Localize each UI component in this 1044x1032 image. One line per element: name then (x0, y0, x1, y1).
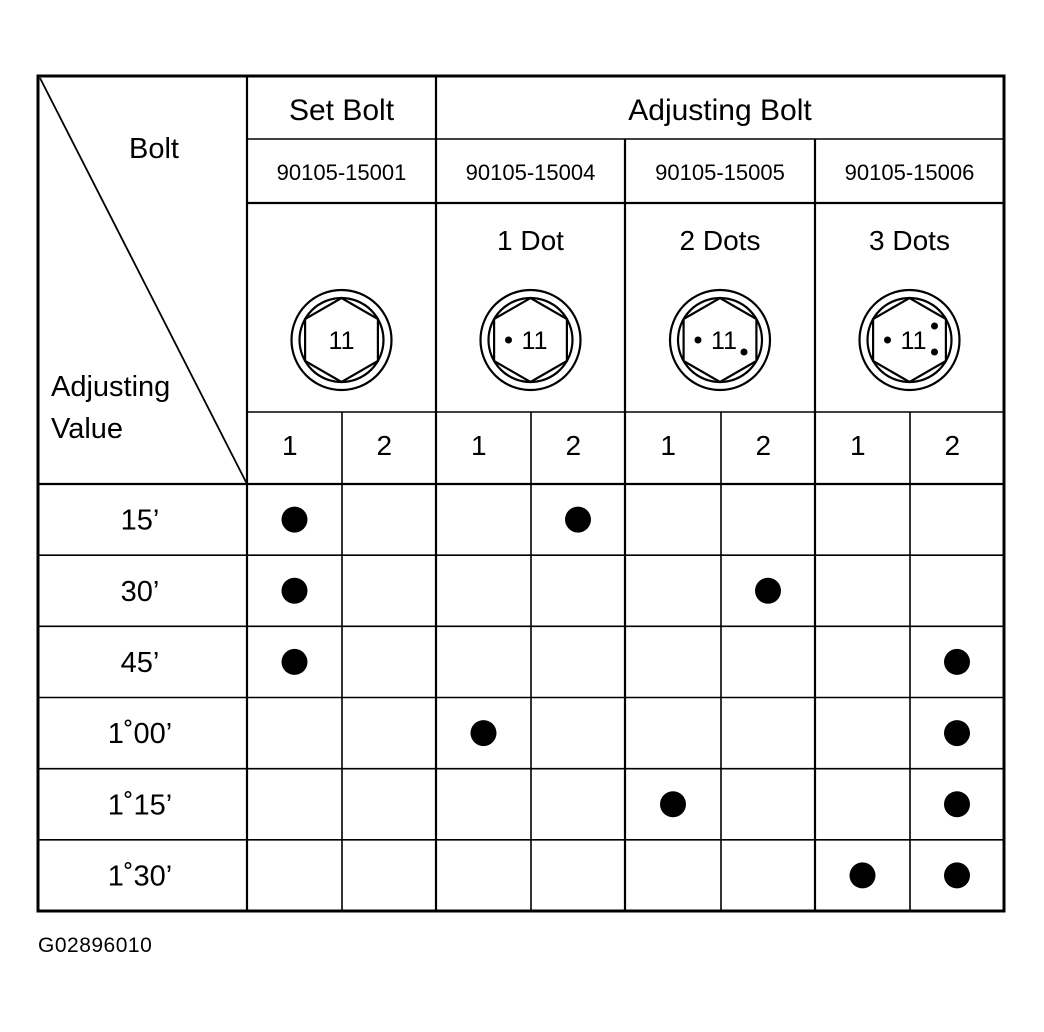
position-label: 2 (756, 430, 772, 461)
selection-dot (849, 862, 876, 889)
figure-id: G02896010 (38, 934, 153, 957)
selection-dot (944, 720, 970, 747)
adjusting-value-label: 1˚00’ (108, 718, 173, 750)
selection-marks (281, 506, 970, 889)
selection-dot (944, 791, 970, 818)
selection-dot (944, 648, 970, 675)
corner-value-label: Value (51, 413, 123, 445)
bolt-head-icons: 11 11 11 11 (290, 288, 961, 392)
position-label: 2 (566, 430, 582, 461)
table-grid (36, 74, 1006, 913)
corner-diagonal (39, 77, 248, 485)
selection-dot (281, 506, 308, 533)
marking-dot (884, 336, 891, 344)
selection-dot (281, 577, 308, 604)
position-label: 1 (282, 430, 298, 461)
corner-bolt-label: Bolt (129, 133, 179, 165)
marking-dot (740, 348, 748, 356)
adjusting-value-label: 45’ (121, 647, 160, 679)
selection-dot (755, 577, 781, 604)
bolt-head-number: 11 (711, 327, 737, 355)
adjusting-value-label: 15’ (121, 505, 160, 537)
part-number: 90105-15004 (466, 160, 596, 185)
selection-dot (281, 648, 308, 675)
position-label: 2 (945, 430, 961, 461)
group-header-label: Set Bolt (289, 94, 395, 127)
bolt-hex (682, 296, 758, 384)
table-border (36, 74, 1006, 913)
marking-dot (931, 322, 938, 330)
part-number: 90105-15005 (655, 160, 785, 185)
bolt-hex (304, 296, 379, 384)
marking-dot (505, 336, 512, 344)
group-header-label: Adjusting Bolt (628, 94, 812, 127)
marking-dot (694, 336, 702, 344)
corner-adjusting-label: Adjusting (51, 371, 170, 403)
bolt-head-icon: 11 (290, 288, 393, 392)
bolt-hex (493, 296, 569, 384)
marking-dot (931, 348, 938, 356)
position-label: 1 (850, 430, 866, 461)
selection-dot (565, 506, 591, 533)
selection-dot (660, 791, 686, 818)
bolt-outer-ring (858, 288, 961, 392)
adjusting-value-label: 30’ (121, 576, 160, 608)
bolt-head-icon: 11 (479, 288, 582, 392)
position-label: 1 (471, 430, 487, 461)
bolt-outer-ring (290, 288, 393, 392)
bolt-outer-ring (479, 288, 582, 392)
bolt-head-number: 11 (522, 327, 548, 355)
selection-dot (944, 862, 970, 889)
adjusting-value-label: 1˚30’ (108, 860, 173, 892)
part-number: 90105-15001 (277, 160, 407, 185)
bolt-head-number: 11 (901, 327, 927, 355)
adjusting-value-label: 1˚15’ (108, 789, 173, 821)
selection-dot (470, 720, 497, 747)
bolt-head-icon: 11 (668, 288, 772, 392)
dot-marking-label: 1 Dot (497, 225, 564, 256)
bolt-head-number: 11 (329, 327, 355, 355)
dot-marking-label: 2 Dots (680, 225, 761, 256)
bolt-hex (871, 296, 948, 384)
part-number: 90105-15006 (845, 160, 975, 185)
dot-marking-label: 3 Dots (869, 225, 950, 256)
bolt-outer-ring (668, 288, 772, 392)
position-label: 2 (377, 430, 393, 461)
bolt-head-icon: 11 (858, 288, 961, 392)
position-label: 1 (660, 430, 676, 461)
